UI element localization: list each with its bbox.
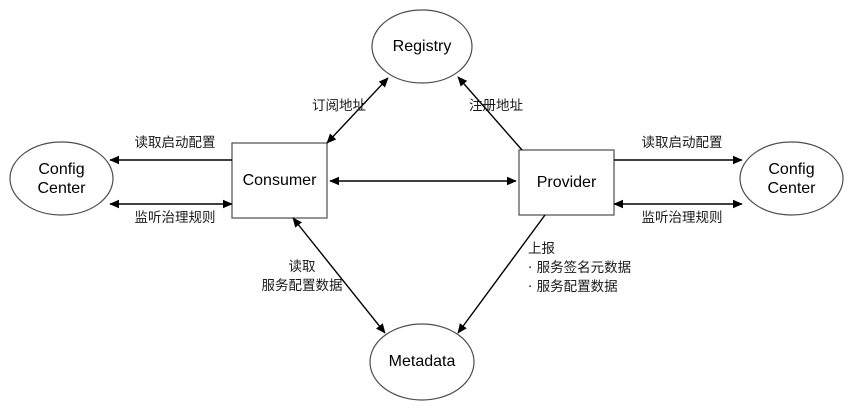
- node-registry[interactable]: [371, 9, 473, 84]
- edge-label-consumer-registry: 订阅地址: [312, 98, 366, 114]
- node-config-center-right[interactable]: [739, 141, 844, 216]
- node-consumer[interactable]: [231, 142, 328, 219]
- edge-consumer-registry: [326, 77, 389, 144]
- edge-label-provider-registry: 注册地址: [469, 98, 523, 114]
- edge-provider-registry: [457, 76, 523, 151]
- node-metadata[interactable]: [369, 323, 475, 401]
- node-provider[interactable]: [518, 149, 615, 216]
- edge-label-provider-config-watch: 监听治理规则: [641, 210, 723, 226]
- edge-label-consumer-config-watch: 监听治理规则: [134, 210, 216, 226]
- edge-provider-metadata: [457, 214, 546, 334]
- edge-label-consumer-config-read: 读取启动配置: [134, 135, 216, 151]
- edge-label-provider-metadata: 上报 · 服务签名元数据 · 服务配置数据: [528, 241, 632, 295]
- node-config-center-left[interactable]: [9, 141, 114, 216]
- edge-consumer-metadata: [292, 217, 386, 334]
- edge-label-provider-config-read: 读取启动配置: [641, 135, 723, 151]
- edge-label-consumer-metadata: 读取 服务配置数据: [261, 259, 343, 294]
